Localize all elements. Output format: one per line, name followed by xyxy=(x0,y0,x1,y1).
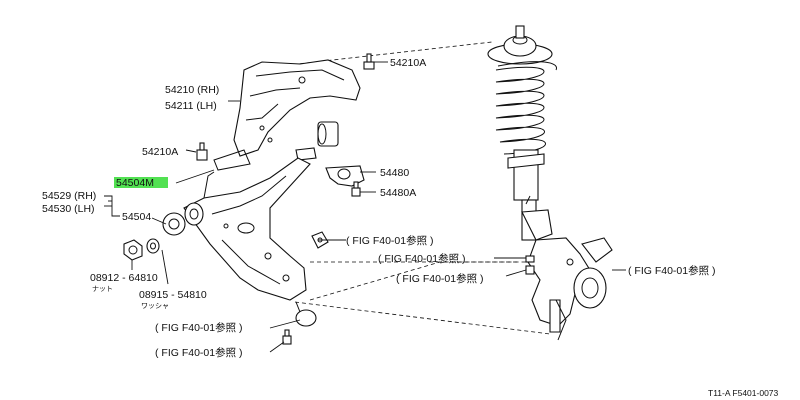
leader-lines xyxy=(104,61,626,353)
label-arm-rh[interactable]: 54529 (RH) xyxy=(42,190,96,202)
label-bracket-bolt-left[interactable]: 54210A xyxy=(142,146,178,158)
fig-ref-5[interactable]: ( FIG F40-01参照 ) xyxy=(155,321,243,334)
label-bracket-lh[interactable]: 54211 (LH) xyxy=(165,100,217,112)
strut-body xyxy=(507,149,553,241)
fig-ref-6[interactable]: ( FIG F40-01参照 ) xyxy=(155,346,243,359)
washer-08915-54810 xyxy=(146,238,160,254)
fig-ref-4[interactable]: ( FIG F40-01参照 ) xyxy=(628,264,716,277)
label-highlight-part[interactable]: 54504M xyxy=(116,177,154,189)
label-clamp-bolt[interactable]: 54480A xyxy=(380,187,416,199)
label-washer-code[interactable]: 08915 - 54810 xyxy=(139,289,207,301)
coil-spring xyxy=(495,61,557,155)
fig-ref-3[interactable]: ( FIG F40-01参照 ) xyxy=(396,272,484,285)
part-highlight xyxy=(114,177,168,188)
nut-08912-64810 xyxy=(123,239,143,261)
assembly-lines xyxy=(243,41,551,335)
fig-ref-1[interactable]: ( FIG F40-01参照 ) xyxy=(346,234,434,247)
label-washer-jp: ワッシャ xyxy=(141,302,169,310)
footer-code: T11-A F5401-0073 xyxy=(708,388,779,398)
label-nut-code[interactable]: 08912 - 64810 xyxy=(90,272,158,284)
front-bushing-54504 xyxy=(162,202,204,236)
steering-knuckle xyxy=(527,237,613,341)
label-bushing[interactable]: 54504 xyxy=(122,211,151,223)
fig-ref-2[interactable]: ( FIG F40-01参照 ) xyxy=(378,252,466,265)
label-nut-jp: ナット xyxy=(92,285,113,293)
label-arm-lh[interactable]: 54530 (LH) xyxy=(42,203,95,215)
bolt-54210a-left xyxy=(196,142,208,161)
bracket-bushing xyxy=(295,121,339,161)
ball-joint xyxy=(282,301,317,345)
bolt-54210a-top xyxy=(363,53,375,70)
label-bracket-rh[interactable]: 54210 (RH) xyxy=(165,84,219,96)
strut-top-mount xyxy=(487,25,553,65)
upper-bracket-54210 xyxy=(213,59,361,171)
part-labels[interactable]: 54210A 54210 (RH) 54211 (LH) 54210A 5450… xyxy=(42,57,779,398)
label-stabilizer-clamp[interactable]: 54480 xyxy=(380,167,409,179)
lower-control-arm xyxy=(183,157,311,301)
stabilizer-clamp-54480 xyxy=(325,165,365,197)
label-bracket-bolt-top[interactable]: 54210A xyxy=(390,57,426,69)
